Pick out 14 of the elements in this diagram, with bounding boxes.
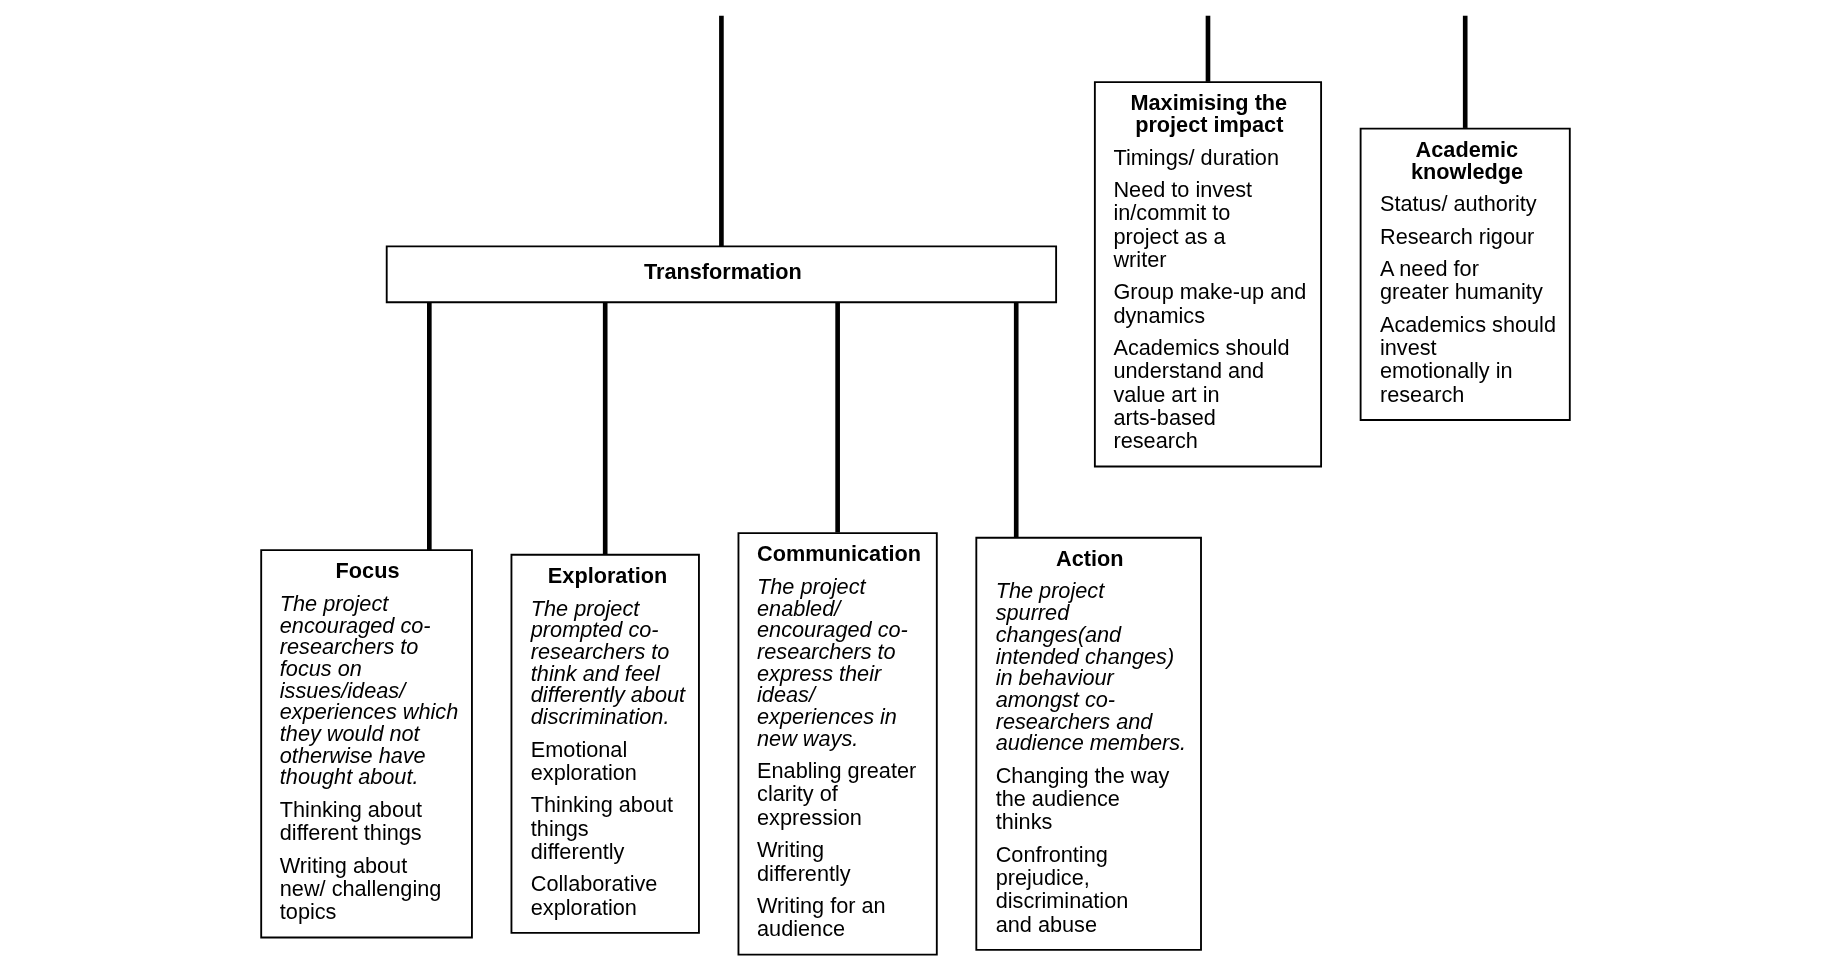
connector	[835, 302, 840, 533]
node-box: Communication The project enabled/ encouraged co-researchers to express their ideas/ experiences in new ways. Enabling greater clarity of expression Writing differently Writing for an audience	[737, 532, 938, 956]
connector	[602, 302, 608, 555]
connector	[427, 302, 432, 551]
node-box: Focus The project encouraged co-researchers to focus on issues/ideas/ experiences which they would not otherwise have thought about. Thinking about different things Writing about new/ challenging topics	[260, 549, 473, 939]
connector	[719, 15, 724, 247]
node-box: Academic knowledge Status/ authority Research rigour A need for greater humanity Academics should invest emotionally in research	[1359, 127, 1571, 421]
node-box: Transformation	[385, 245, 1058, 304]
node-box: Maximising the project impact Timings/ duration Need to invest in/commit to project as a writer Group make-up and dynamics Academics should understand and value art in arts-based research	[1093, 81, 1323, 468]
node-box: Exploration The project prompted co-researchers to think and feel differently about discrimination. Emotional exploration Thinking about things differently Collaborative exploration	[510, 553, 700, 934]
connector	[1205, 15, 1211, 82]
connector	[1013, 302, 1019, 538]
connector	[1462, 15, 1468, 128]
node-box: Action The project spurred changes(and intended changes) in behaviour amongst co-researchers and audience members. Changing the way the audience thinks Confronting prejudice, discrimination and abuse	[975, 536, 1202, 951]
